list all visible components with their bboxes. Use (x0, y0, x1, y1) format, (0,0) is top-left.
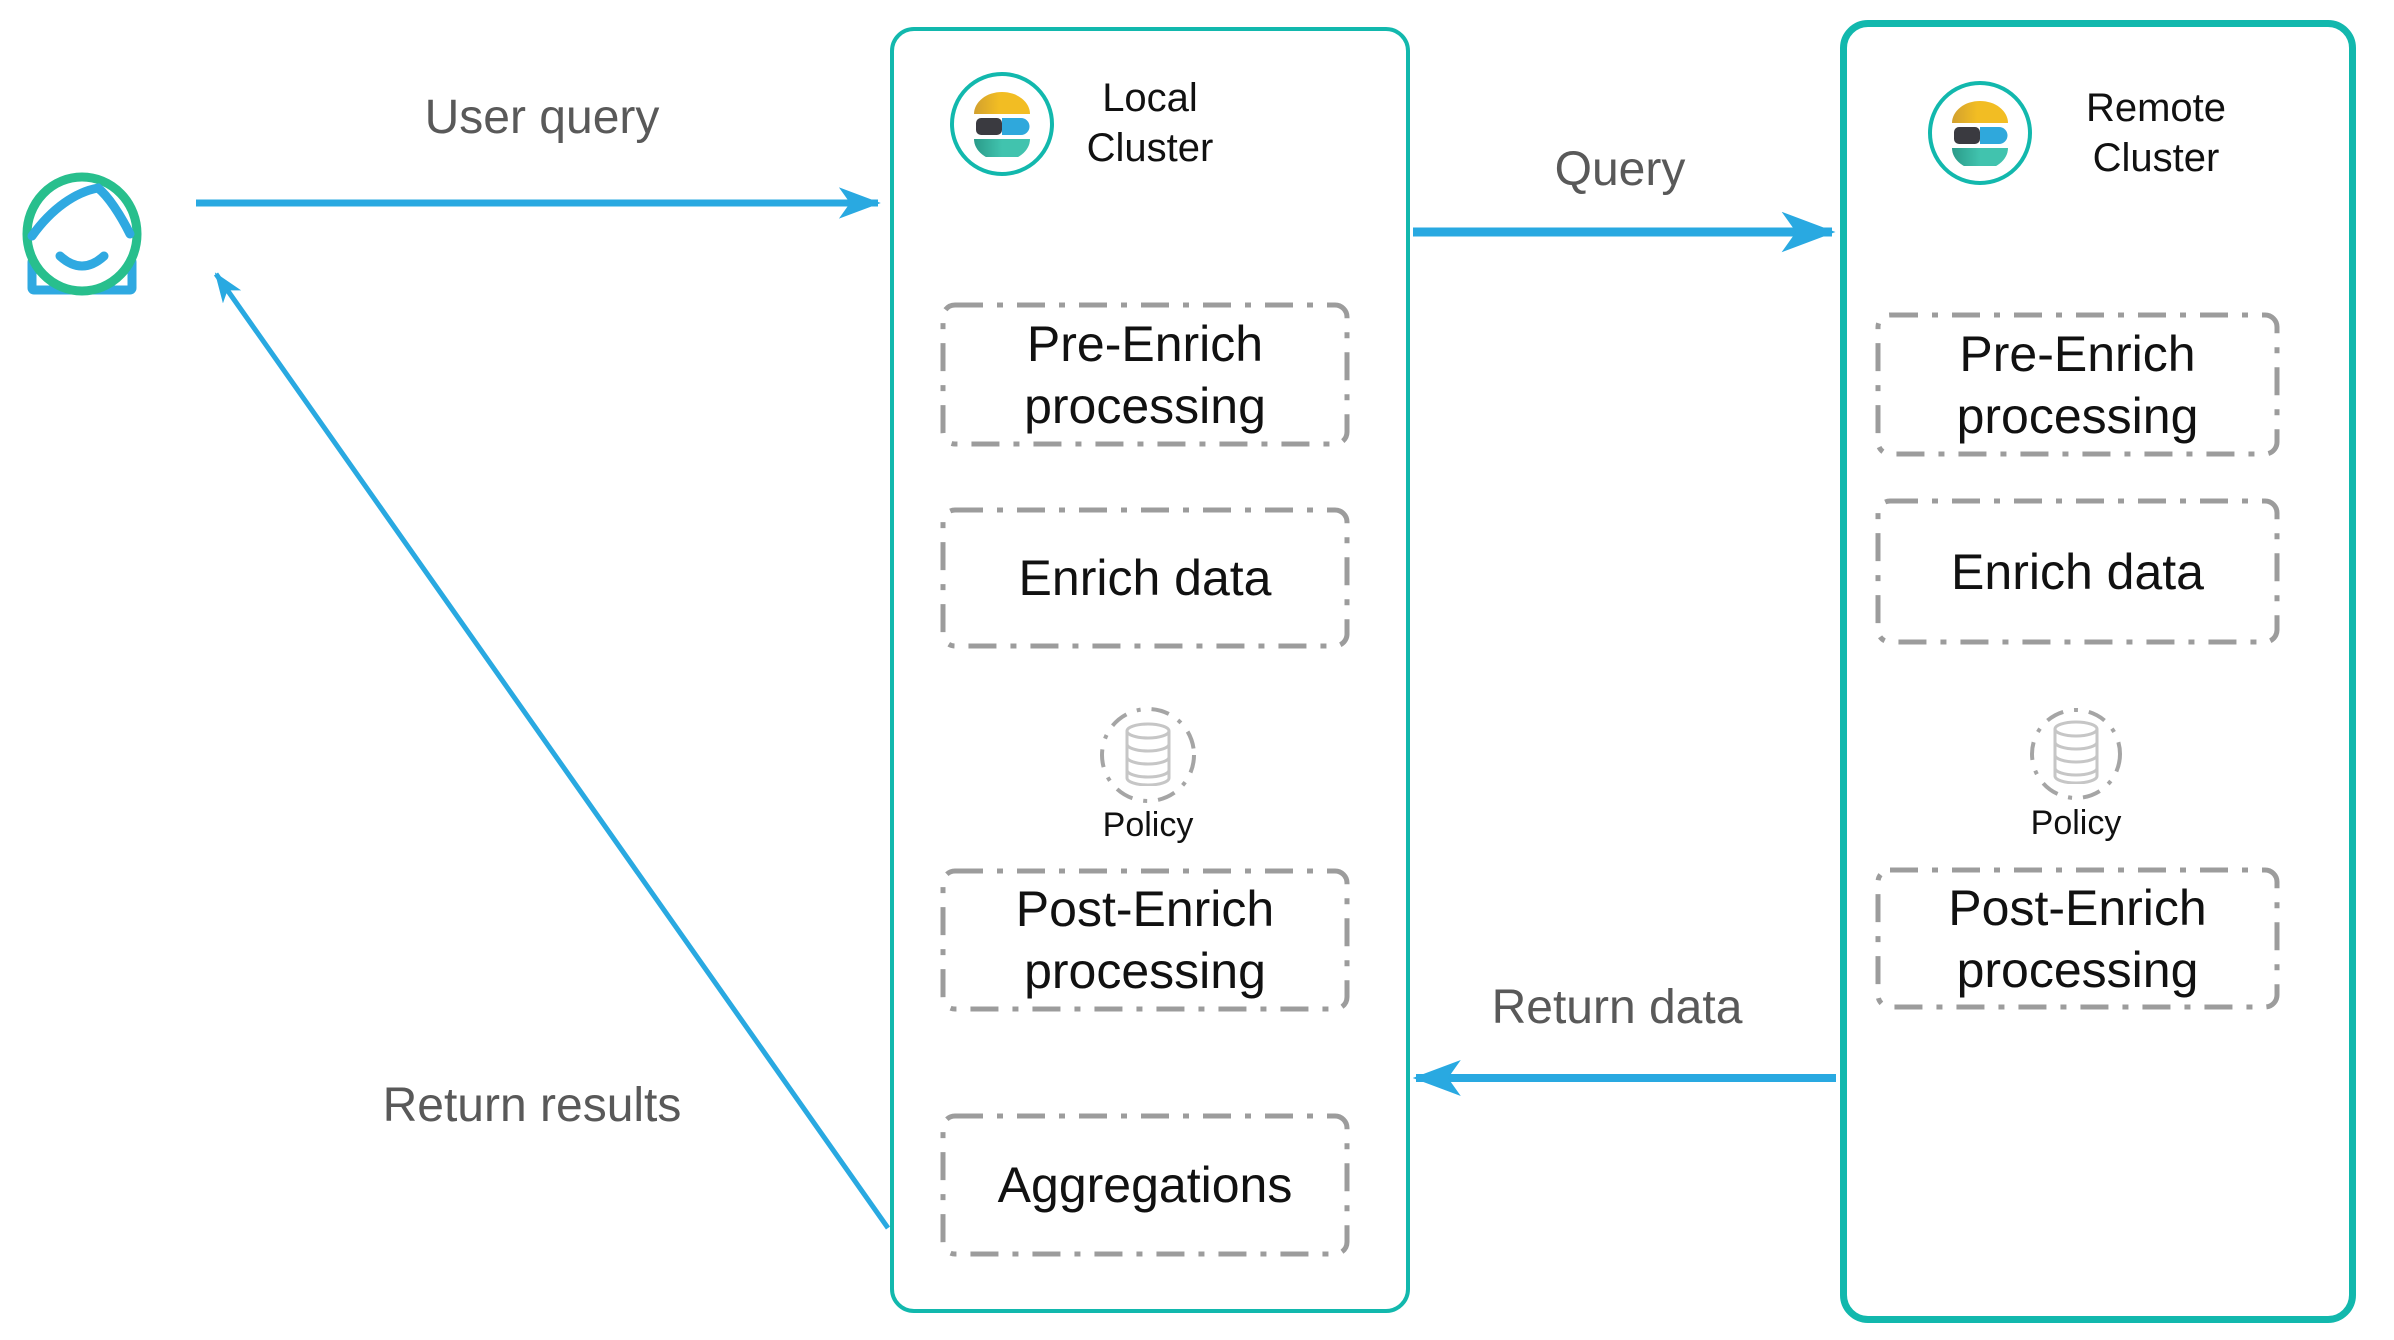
local-pre-enrich-box: Pre-Enrich processing (940, 302, 1350, 447)
remote-enrich-data-box: Enrich data (1875, 498, 2280, 645)
elasticsearch-logo-circle (1928, 81, 2032, 185)
remote-pre-enrich-box: Pre-Enrich processing (1875, 312, 2280, 457)
remote-post-enrich-box: Post-Enrich processing (1875, 867, 2280, 1010)
database-cylinder-icon (2053, 720, 2099, 784)
local-aggregations-box: Aggregations (940, 1113, 1350, 1257)
local-enrich-data-box: Enrich data (940, 507, 1350, 649)
user-face-icon (22, 172, 142, 296)
local-policy-dashed-circle (1100, 707, 1196, 803)
return-results-label: Return results (382, 1079, 682, 1132)
remote-post-enrich-label: Post-Enrich processing (1948, 879, 2207, 998)
local-aggregations-label: Aggregations (997, 1157, 1293, 1213)
remote-policy-dashed-circle (2030, 708, 2122, 800)
remote-pre-enrich-label: Pre-Enrich processing (1956, 325, 2199, 444)
local-enrich-data-label: Enrich data (1018, 550, 1272, 606)
local-cluster-title: Local Cluster (1086, 76, 1214, 170)
database-cylinder-icon (1125, 722, 1171, 786)
local-post-enrich-label: Post-Enrich processing (1015, 881, 1275, 999)
return-results-arrow (213, 272, 891, 1230)
user-query-label: User query (424, 91, 660, 144)
query-label: Query (1554, 143, 1686, 196)
local-pre-enrich-label: Pre-Enrich processing (1024, 315, 1266, 434)
elasticsearch-logo (1952, 101, 2008, 166)
remote-enrich-data-label: Enrich data (1951, 543, 2204, 600)
local-post-enrich-box: Post-Enrich processing (940, 868, 1350, 1012)
elasticsearch-logo-circle (950, 72, 1054, 176)
remote-cluster-title: Remote Cluster (2085, 86, 2227, 180)
local-policy-label: Policy (1102, 806, 1194, 844)
return-data-label: Return data (1491, 981, 1743, 1034)
remote-policy-label: Policy (2030, 804, 2122, 842)
remote-cluster-box (1840, 20, 2356, 1323)
elasticsearch-logo (974, 92, 1030, 157)
